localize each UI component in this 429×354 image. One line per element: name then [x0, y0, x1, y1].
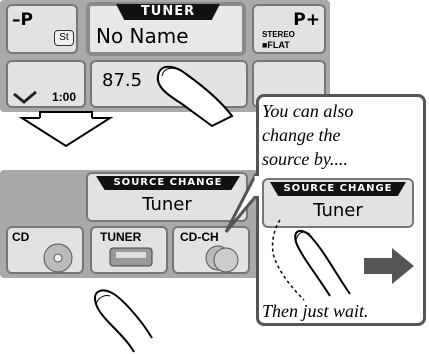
st-badge: St — [54, 30, 74, 46]
source-change-label: SOURCE CHANGE — [96, 176, 240, 190]
callout-line-3: source by.... — [262, 149, 348, 169]
source-option-label: CD-CH — [180, 230, 219, 244]
preset-up-button[interactable]: P+ STEREO ■FLAT — [252, 4, 326, 54]
source-option-cd[interactable]: CD — [6, 226, 84, 274]
source-option-cd-ch[interactable]: CD-CH — [172, 226, 250, 274]
source-option-label: TUNER — [100, 230, 142, 244]
source-option-label: CD — [12, 230, 30, 244]
radio-icon — [109, 247, 153, 267]
callout-source-change-button[interactable]: SOURCE CHANGE Tuner — [262, 178, 414, 228]
callout-source-value: Tuner — [313, 200, 363, 221]
station-display[interactable]: TUNER No Name — [86, 2, 246, 56]
disc-changer-icon — [205, 245, 239, 273]
station-name: No Name — [96, 24, 189, 48]
clock: 1:00 — [52, 90, 77, 104]
callout-line-2: change the — [262, 125, 341, 145]
source-value: Tuner — [142, 194, 192, 215]
source-title: TUNER — [116, 4, 220, 20]
callout-footer: Then just wait. — [262, 301, 369, 321]
mode-line-2: ■FLAT — [262, 40, 290, 50]
disc-icon — [43, 243, 73, 273]
frequency-value: 87.5 — [102, 70, 143, 91]
preset-up-label: P+ — [293, 10, 320, 30]
chevron-down-icon — [13, 90, 37, 104]
source-option-tuner[interactable]: TUNER — [90, 226, 168, 274]
callout-line-1: You can also — [262, 101, 354, 121]
mode-line-1: STEREO — [262, 30, 295, 39]
seek-down-button[interactable]: 1:00 — [6, 60, 86, 108]
source-change-button[interactable]: SOURCE CHANGE Tuner — [86, 172, 248, 222]
callout-source-change-label: SOURCE CHANGE — [270, 182, 406, 196]
preset-down-label: –P — [12, 10, 33, 30]
preset-down-button[interactable]: –P St — [6, 4, 78, 54]
